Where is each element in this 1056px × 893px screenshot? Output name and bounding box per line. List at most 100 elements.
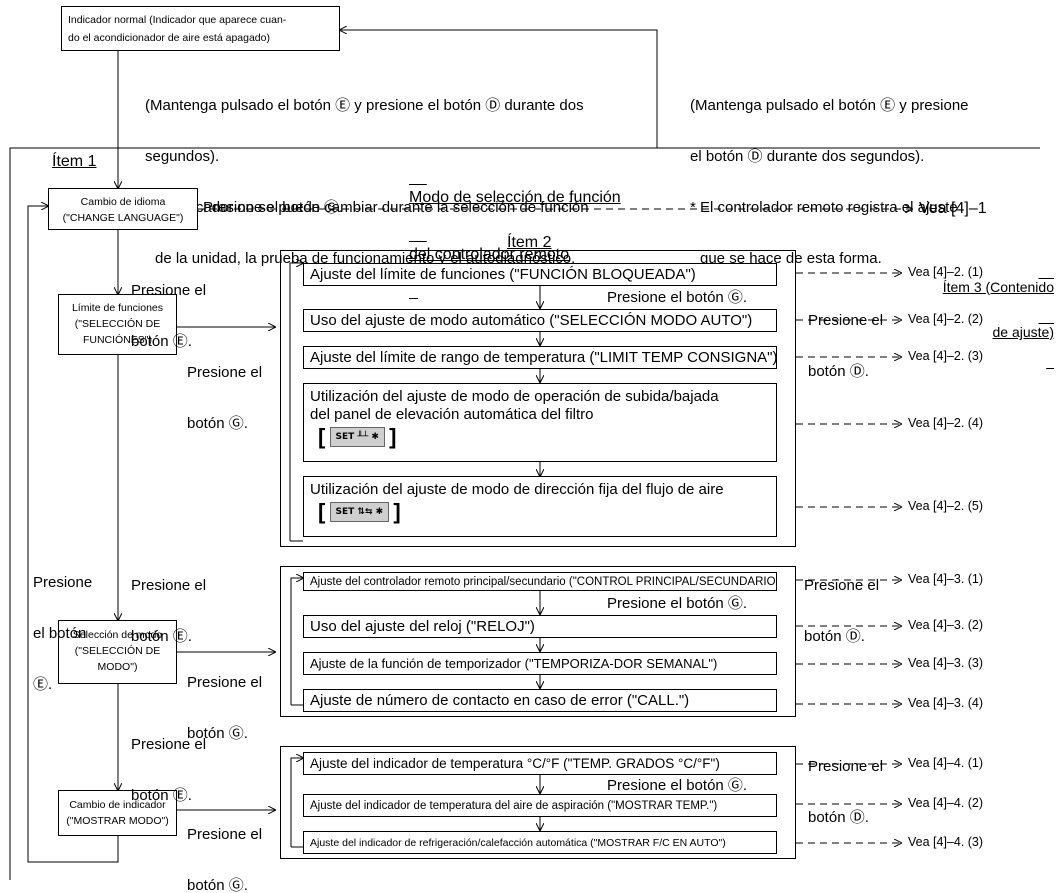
ref-4-3-1: Vea [4]–3. (1) bbox=[908, 572, 984, 586]
group2-item-principal: Ajuste del controlador remoto principal/… bbox=[303, 572, 777, 591]
normal-indicator-line2: do el acondicionador de aire está apagad… bbox=[68, 32, 270, 44]
press-e2-line1: Presione el bbox=[131, 577, 207, 594]
function-limit-line1: Límite de funciones bbox=[71, 302, 164, 314]
note-right-line4: que se hace de esta forma. bbox=[700, 250, 882, 267]
group3-item-intake-temp: Ajuste del indicador de temperatura del … bbox=[303, 794, 777, 817]
ref-4-4-2: Vea [4]–4. (2) bbox=[908, 796, 984, 810]
press-g-inner3: Presione el botón Ⓖ. bbox=[607, 777, 748, 794]
group2-item-call: Ajuste de número de contacto en caso de … bbox=[303, 689, 777, 712]
press-e1-line2: botón Ⓔ. bbox=[131, 333, 192, 350]
normal-indicator-line1: Indicador normal (Indicador que aparece … bbox=[68, 14, 287, 26]
group1-item-airflow-line1: Utilización del ajuste de modo de direcc… bbox=[310, 481, 724, 498]
group1-item-auto-mode-label: Uso del ajuste de modo automático ("SELE… bbox=[310, 312, 753, 329]
change-language-line2: ("CHANGE LANGUAGE") bbox=[62, 212, 184, 224]
note-left-line2: segundos). bbox=[145, 148, 220, 165]
group2-item-call-label: Ajuste de número de contacto en caso de … bbox=[310, 692, 690, 709]
press-g-inner2: Presione el botón Ⓖ. bbox=[607, 595, 748, 612]
press-d2-line2: botón Ⓓ. bbox=[804, 628, 865, 645]
press-d1-line1: Presione el bbox=[808, 312, 884, 329]
item2-label: Ítem 2 bbox=[507, 234, 552, 251]
note-right: (Mantenga pulsado el botón Ⓔ y presione … bbox=[690, 63, 969, 301]
press-g2: Presione el botón Ⓖ. bbox=[187, 640, 262, 776]
group3-item-temp-unit: Ajuste del indicador de temperatura °C/°… bbox=[303, 752, 777, 775]
group3-item-auto-cool-heat-label: Ajuste del indicador de refrigeración/ca… bbox=[310, 836, 726, 849]
ref-4-1: Vea [4]–1 bbox=[919, 200, 987, 217]
bracket-open-icon: [ bbox=[318, 424, 326, 449]
group2-item-principal-label: Ajuste del controlador remoto principal/… bbox=[310, 575, 777, 588]
note-right-line1: (Mantenga pulsado el botón Ⓔ y presione bbox=[690, 97, 969, 114]
press-e1-line1: Presione el bbox=[131, 282, 207, 299]
press-g2-line1: Presione el bbox=[187, 674, 263, 691]
filter-lift-icon: SET ╨┴ ✱ bbox=[329, 427, 385, 447]
group1-item-temp-limit: Ajuste del límite de rango de temperatur… bbox=[303, 346, 777, 369]
function-limit-box: Límite de funciones ("SELECCIÓN DE FUNCI… bbox=[58, 294, 177, 355]
press-g-top: Presione el botón Ⓖ. bbox=[203, 199, 344, 216]
group1-item-filter-panel-line1: Utilización del ajuste de modo de operac… bbox=[310, 388, 719, 405]
ref-4-2-5: Vea [4]–2. (5) bbox=[908, 499, 984, 513]
press-d2: Presione el botón Ⓓ. bbox=[804, 543, 879, 679]
press-g1: Presione el botón Ⓖ. bbox=[187, 330, 262, 466]
bracket-close-icon: ] bbox=[389, 424, 397, 449]
ref-4-2-4: Vea [4]–2. (4) bbox=[908, 416, 984, 430]
press-g2-line2: botón Ⓖ. bbox=[187, 725, 248, 742]
press-e-left: Presione el botón Ⓔ. bbox=[33, 540, 92, 727]
group1-item-filter-panel: Utilización del ajuste de modo de operac… bbox=[303, 383, 777, 462]
ref-4-2-3: Vea [4]–2. (3) bbox=[908, 349, 984, 363]
group2-item-clock: Uso del ajuste del reloj ("RELOJ") bbox=[303, 615, 777, 638]
group2-item-timer: Ajuste de la función de temporizador ("T… bbox=[303, 652, 777, 675]
note-right-line2: el botón Ⓓ durante dos segundos). bbox=[690, 148, 925, 165]
press-g1-line1: Presione el bbox=[187, 364, 263, 381]
press-g1-line2: botón Ⓖ. bbox=[187, 415, 248, 432]
mode-title-line1: Modo de selección de función bbox=[409, 189, 621, 206]
note-left: (Mantenga pulsado el botón Ⓔ y presione … bbox=[145, 63, 589, 301]
item3-label: Ítem 3 (Contenido de ajuste) bbox=[932, 250, 1054, 370]
group2-item-clock-label: Uso del ajuste del reloj ("RELOJ") bbox=[310, 618, 535, 635]
airflow-icon-row: [ SET ⇅⇆ ✱ ] bbox=[310, 501, 770, 523]
group1-item-auto-mode: Uso del ajuste de modo automático ("SELE… bbox=[303, 309, 777, 332]
ref-4-2-2: Vea [4]–2. (2) bbox=[908, 312, 984, 326]
group1-item-filter-panel-line2: del panel de elevación automática del fi… bbox=[310, 406, 594, 423]
group3-item-temp-unit-label: Ajuste del indicador de temperatura °C/°… bbox=[310, 756, 720, 771]
ref-4-2-1: Vea [4]–2. (1) bbox=[908, 265, 984, 279]
press-e3-line1: Presione el bbox=[131, 736, 207, 753]
press-e2-line2: botón Ⓔ. bbox=[131, 628, 192, 645]
press-g3-line1: Presione el bbox=[187, 826, 263, 843]
press-g-inner1: Presione el botón Ⓖ. bbox=[607, 289, 748, 306]
mode-selection-box: Selección de modo ("SELECCIÓN DE MODO") bbox=[58, 620, 177, 684]
group1-item-airflow: Utilización del ajuste de modo de direcc… bbox=[303, 476, 777, 537]
press-e3: Presione el botón Ⓔ. bbox=[131, 702, 206, 838]
ref-4-3-2: Vea [4]–3. (2) bbox=[908, 618, 984, 632]
group3-item-auto-cool-heat: Ajuste del indicador de refrigeración/ca… bbox=[303, 831, 777, 854]
note-right-line3: * El controlador remoto registra el ajus… bbox=[690, 199, 958, 216]
indicator-change-box: Cambio de indicador ("MOSTRAR MODO") bbox=[58, 790, 177, 836]
change-language-box: Cambio de idioma ("CHANGE LANGUAGE") bbox=[48, 188, 198, 230]
ref-4-4-3: Vea [4]–4. (3) bbox=[908, 835, 984, 849]
group1-frame bbox=[280, 250, 796, 547]
group1-item-temp-limit-label: Ajuste del límite de rango de temperatur… bbox=[310, 349, 777, 366]
normal-indicator-box: Indicador normal (Indicador que aparece … bbox=[61, 6, 340, 51]
press-e-left-line1: Presione bbox=[33, 574, 93, 591]
indicator-change-line1: Cambio de indicador bbox=[69, 799, 166, 811]
press-d3-line2: botón Ⓓ. bbox=[808, 809, 869, 826]
ref-4-4-1: Vea [4]–4. (1) bbox=[908, 756, 984, 770]
press-e-left-line3: Ⓔ. bbox=[33, 676, 53, 693]
press-g3: Presione el botón Ⓖ. bbox=[187, 792, 262, 893]
ref-4-3-4: Vea [4]–3. (4) bbox=[908, 696, 984, 710]
press-d3-line1: Presione el bbox=[808, 758, 884, 775]
press-g3-line2: botón Ⓖ. bbox=[187, 877, 248, 893]
press-d3: Presione el botón Ⓓ. bbox=[808, 724, 883, 860]
indicator-change-line2: ("MOSTRAR MODO") bbox=[66, 815, 169, 827]
note-left-line4: de la unidad, la prueba de funcionamient… bbox=[155, 250, 576, 267]
mode-selection-line1: Selección de modo bbox=[72, 629, 163, 641]
ref-4-3-3: Vea [4]–3. (3) bbox=[908, 656, 984, 670]
item3-label-line2: de ajuste) bbox=[992, 324, 1054, 340]
group3-frame bbox=[280, 746, 796, 859]
group1-item-function-lock-label: Ajuste del límite de funciones ("FUNCIÓN… bbox=[310, 266, 696, 283]
mode-selection-line3: MODO") bbox=[97, 661, 138, 673]
note-left-line1: (Mantenga pulsado el botón Ⓔ y presione … bbox=[145, 97, 584, 114]
press-e2: Presione el botón Ⓔ. bbox=[131, 543, 206, 679]
press-e1: Presione el botón Ⓔ. bbox=[131, 248, 206, 384]
press-e3-line2: botón Ⓔ. bbox=[131, 787, 192, 804]
press-e-left-line2: el botón bbox=[33, 625, 87, 642]
